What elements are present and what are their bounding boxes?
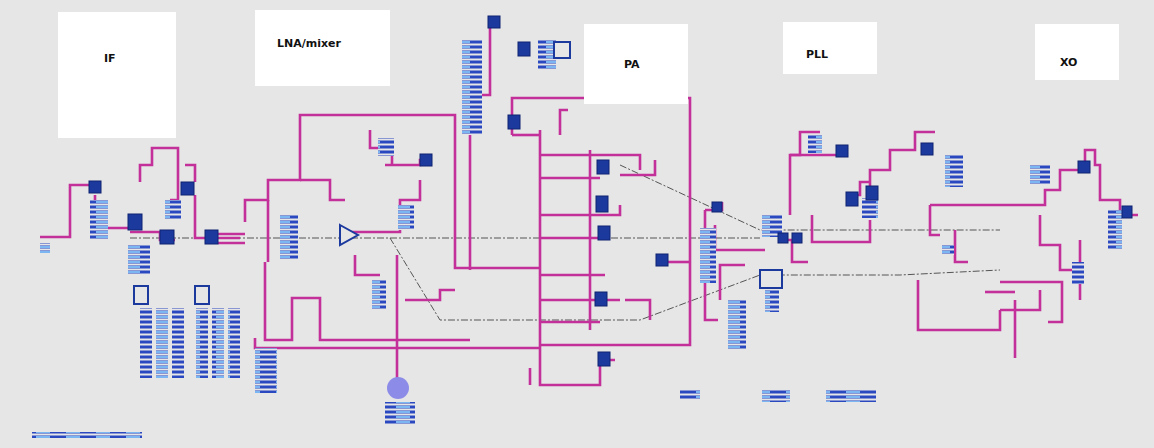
block-label-box: XO	[1035, 24, 1119, 80]
block-name: XO	[1060, 56, 1119, 69]
block-name: PLL	[806, 48, 877, 61]
block-label-box: IF	[58, 12, 176, 138]
block-label-box: PLL	[783, 22, 877, 74]
wire	[40, 25, 1138, 385]
block-label-box: PA	[584, 24, 688, 104]
block-name: LNA/mixer	[277, 37, 390, 50]
block-name: PA	[624, 58, 688, 71]
ground-pad	[387, 377, 409, 399]
component-label-stack	[32, 40, 1122, 438]
block-label-box: LNA/mixer	[255, 10, 390, 86]
dashdot-guide	[130, 165, 1000, 320]
component-symbol	[89, 16, 1132, 366]
block-name: IF	[104, 52, 176, 65]
